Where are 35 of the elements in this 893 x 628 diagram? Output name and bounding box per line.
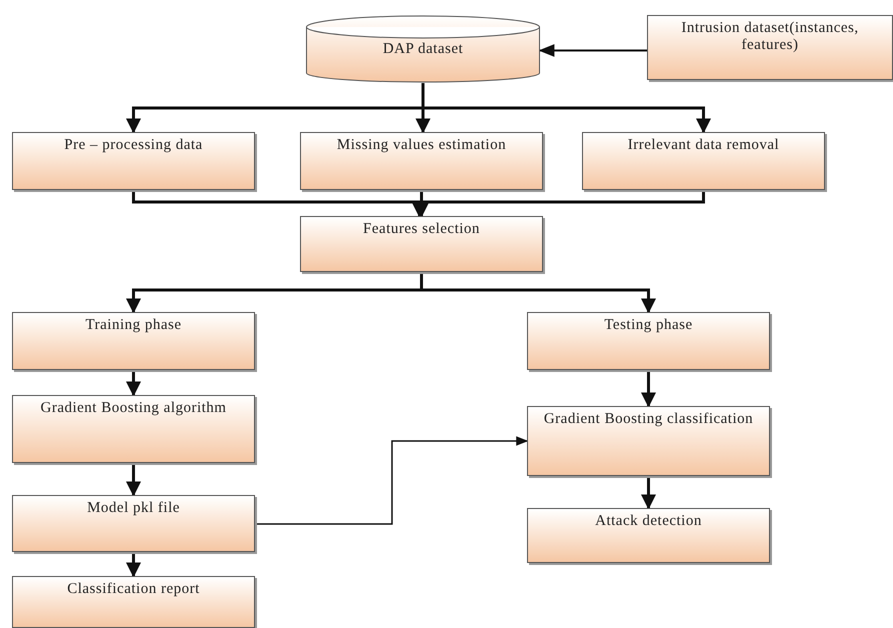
process-box — [12, 495, 255, 552]
process-box — [527, 508, 770, 563]
arrow — [126, 370, 141, 396]
box-label: DAP dataset — [382, 41, 464, 58]
process-box — [527, 406, 770, 476]
box-label: Intrusion dataset(instances, features) — [680, 20, 860, 54]
process-box — [647, 15, 893, 80]
process-box — [12, 132, 255, 190]
arrow — [126, 463, 141, 496]
box-label: Classification report — [66, 581, 201, 598]
arrow — [422, 83, 711, 134]
process-box — [582, 132, 825, 190]
process-box — [527, 312, 770, 370]
process-box — [12, 576, 255, 628]
box-label: Missing values estimation — [336, 137, 508, 154]
arrow — [641, 370, 656, 408]
arrow — [255, 436, 528, 525]
process-box — [12, 312, 255, 370]
arrow — [412, 190, 705, 218]
box-label: Gradient Boosting classification — [542, 411, 754, 428]
process-box — [12, 395, 255, 463]
box-label: Irrelevant data removal — [626, 137, 780, 154]
arrow — [126, 552, 141, 578]
box-label: Model pkl file — [86, 500, 181, 518]
box-label: Pre – processing data — [63, 137, 204, 154]
process-box — [300, 132, 543, 190]
arrow — [641, 476, 656, 510]
box-label: Testing phase — [603, 317, 694, 334]
arrow — [420, 272, 656, 314]
process-box — [300, 216, 543, 272]
arrow — [538, 44, 647, 57]
box-label: Attack detection — [594, 513, 703, 530]
box-label: Features selection — [362, 221, 481, 238]
box-label: Gradient Boosting algorithm — [40, 400, 228, 418]
box-label: Training phase — [84, 317, 183, 334]
